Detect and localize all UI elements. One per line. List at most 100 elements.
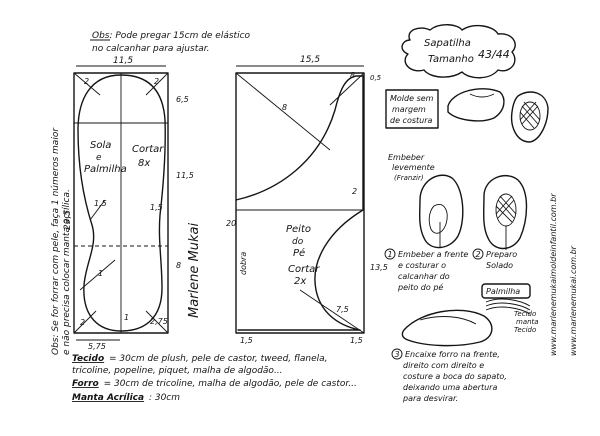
- title-cloud: Sapatilha Tamanho 43/44: [401, 24, 516, 79]
- step2-illustration: [482, 175, 528, 250]
- sole-label-2: e: [96, 153, 102, 163]
- sole-diag-mark1: [79, 259, 116, 291]
- sole-dim-mid-right: 1,5: [150, 203, 163, 212]
- sole-piece: Sola e Palmilha Cortar 8x 11,5 29,5 6,5 …: [63, 56, 194, 351]
- mold-box: [385, 89, 439, 129]
- materials-batting: : 30cm: [149, 393, 180, 403]
- website-1: www.marlenemukaimoldeinfantil.com.br: [549, 193, 558, 356]
- upper-diag-top: [235, 72, 331, 151]
- step3-line4: deixando uma abertura: [403, 383, 497, 392]
- materials-fabric: = 30cm de plush, pele de castor, tweed, …: [109, 354, 327, 364]
- step3-number-circle: [391, 348, 403, 360]
- palmilha-label: Palmilha: [486, 287, 520, 296]
- materials-lining-label: Forro: [72, 379, 99, 389]
- step1-number-circle: [384, 248, 396, 260]
- upper-diag-right: [329, 72, 365, 106]
- svg-text:Forro = 30cm de tricolin: Forro = 30cm de tricoline, malha de algo…: [72, 379, 357, 389]
- step1-line2: e costurar o: [398, 261, 446, 270]
- palmilha-box: [481, 283, 531, 299]
- mold-line1: Molde sem: [390, 94, 434, 103]
- sole-dim-bottom-right: 2,75: [150, 317, 168, 326]
- upper-dim-diag: 8: [282, 103, 287, 112]
- sole-outline: [77, 74, 166, 332]
- sole-mark-1a: 1: [98, 269, 103, 278]
- sole-dim-width-top: 11,5: [113, 56, 133, 66]
- materials-fabric-label: Tecido: [72, 354, 104, 364]
- signature: Marlene Mukai: [187, 223, 202, 318]
- embeber-line3: (Franzir): [394, 174, 424, 182]
- upper-label-2: do: [292, 237, 304, 247]
- title-line2: Tamanho: [428, 54, 474, 65]
- step2-number-circle: [472, 248, 484, 260]
- upper-dim-corner: 0,5: [370, 74, 382, 82]
- sole-dim-right-mid: 11,5: [176, 171, 194, 180]
- step3-line3: costure a boca do sapato,: [403, 372, 507, 381]
- upper-label-1: Peito: [286, 224, 311, 235]
- note-top-line1: Obs: Pode pregar 15cm de elástico: [92, 31, 251, 41]
- website-2-wrapper: www.marlenemukai.com.br: [569, 245, 578, 356]
- sole-dim-width-bottom: 5,75: [88, 342, 106, 351]
- upper-dim-side-left: 20: [226, 219, 236, 228]
- step2-line2: Solado: [486, 261, 513, 270]
- title-size: 43/44: [478, 48, 510, 61]
- sole-corner-2b: 2: [154, 77, 159, 86]
- slipper-sole-view: [510, 91, 549, 143]
- slipper-side-view: [447, 88, 505, 122]
- layers-line2: manta: [516, 318, 539, 326]
- step2-number: 2: [476, 250, 481, 259]
- sole-label-1: Sola: [90, 140, 111, 151]
- sole-diag-mark2: [89, 199, 106, 221]
- upper-dim-width-top: 15,5: [300, 55, 320, 65]
- sole-diag-br: [145, 310, 169, 334]
- step3-line1: Encaixe forro na frente,: [405, 350, 500, 359]
- sole-cut-2: 8x: [138, 158, 150, 169]
- note-top-line2: no calcanhar para ajustar.: [92, 44, 209, 54]
- sole-dim-right-upper: 6,5: [176, 95, 189, 104]
- sole-mark-1b: 1: [124, 313, 129, 322]
- step1-line4: peito do pé: [397, 282, 443, 292]
- upper-fold-label: dobra: [239, 252, 248, 275]
- step1-number: 1: [388, 250, 393, 259]
- sole-cut-1: Cortar: [132, 144, 164, 155]
- step3-line5: para desvirar.: [402, 394, 458, 403]
- upper-piece: 15,5 8 0,5 Peito do Pé Cortar 2x dobra 8…: [226, 55, 388, 345]
- upper-dim-side-right: 13,5: [370, 263, 388, 272]
- embeber-line1: Embeber: [388, 153, 425, 162]
- note-left: Obs: Se for forrar com pele, faça 1 núme…: [51, 127, 72, 355]
- mold-line2: margem: [392, 105, 426, 114]
- upper-mark-2: 2: [352, 187, 357, 196]
- materials-lining: = 30cm de tricoline, malha de algodão, p…: [104, 379, 357, 389]
- upper-bounding-box: [235, 72, 365, 334]
- sole-diag-tl: [73, 72, 101, 96]
- sole-dim-right-low: 8: [176, 261, 181, 270]
- svg-text:Manta Acrílica : 30cm: Manta Acrílica : 30cm: [72, 393, 180, 403]
- upper-cut-2: 2x: [294, 276, 306, 287]
- steps-block: Molde sem margem de costura Embeber leve…: [384, 88, 549, 403]
- svg-text:Tecido = 30cm de plush,: Tecido = 30cm de plush, pele de castor, …: [72, 354, 327, 364]
- layers-line1: Tecido: [514, 310, 536, 318]
- upper-cut-1: Cortar: [288, 264, 320, 275]
- sole-label-3: Palmilha: [84, 164, 127, 175]
- step1-line1: Embeber a frente: [398, 250, 468, 259]
- sole-dim-height: 29,5: [63, 210, 73, 230]
- website-1-wrapper: www.marlenemukaimoldeinfantil.com.br: [549, 193, 558, 356]
- step3-line2: direito com direito e: [403, 361, 484, 370]
- step1-line3: calcanhar do: [398, 272, 450, 281]
- note-left-line2: e não precisa colocar manta acrílica.: [62, 189, 72, 355]
- sole-diag-tr: [145, 72, 169, 96]
- sole-corner-2c: 2: [80, 318, 85, 327]
- upper-dim-bottom-right: 1,5: [350, 336, 363, 345]
- step1-illustration: [418, 174, 464, 249]
- sole-corner-2a: 2: [84, 77, 89, 86]
- upper-label-3: Pé: [293, 247, 305, 259]
- upper-dim-diag-low: 7,5: [336, 305, 349, 314]
- embeber-line2: levemente: [392, 163, 435, 172]
- materials-block: Tecido = 30cm de plush, pele de castor, …: [72, 354, 357, 403]
- sole-dim-mid-left: 1,5: [94, 199, 107, 208]
- website-2: www.marlenemukai.com.br: [569, 245, 578, 356]
- title-cloud-outline: [401, 24, 516, 79]
- upper-dim-top-right: 8: [350, 71, 355, 80]
- layers-line3: Tecido: [514, 326, 536, 334]
- step2-line1: Preparo: [486, 250, 517, 259]
